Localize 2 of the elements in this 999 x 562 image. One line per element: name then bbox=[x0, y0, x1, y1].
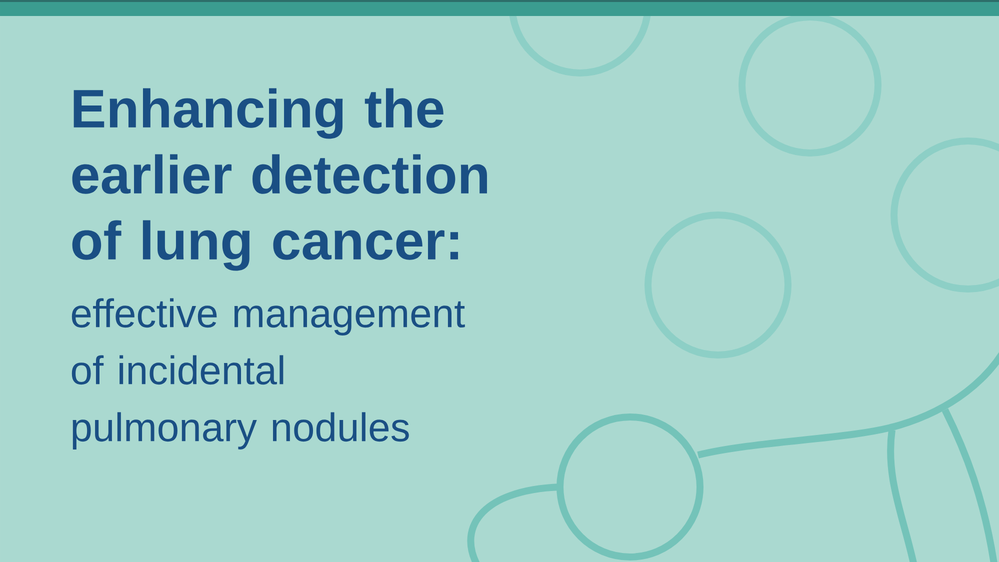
title: Enhancing the earlier detection of lung cancer: bbox=[72, 88, 487, 271]
subtitle: effective management of incidental pulmonary nodules bbox=[72, 298, 465, 450]
